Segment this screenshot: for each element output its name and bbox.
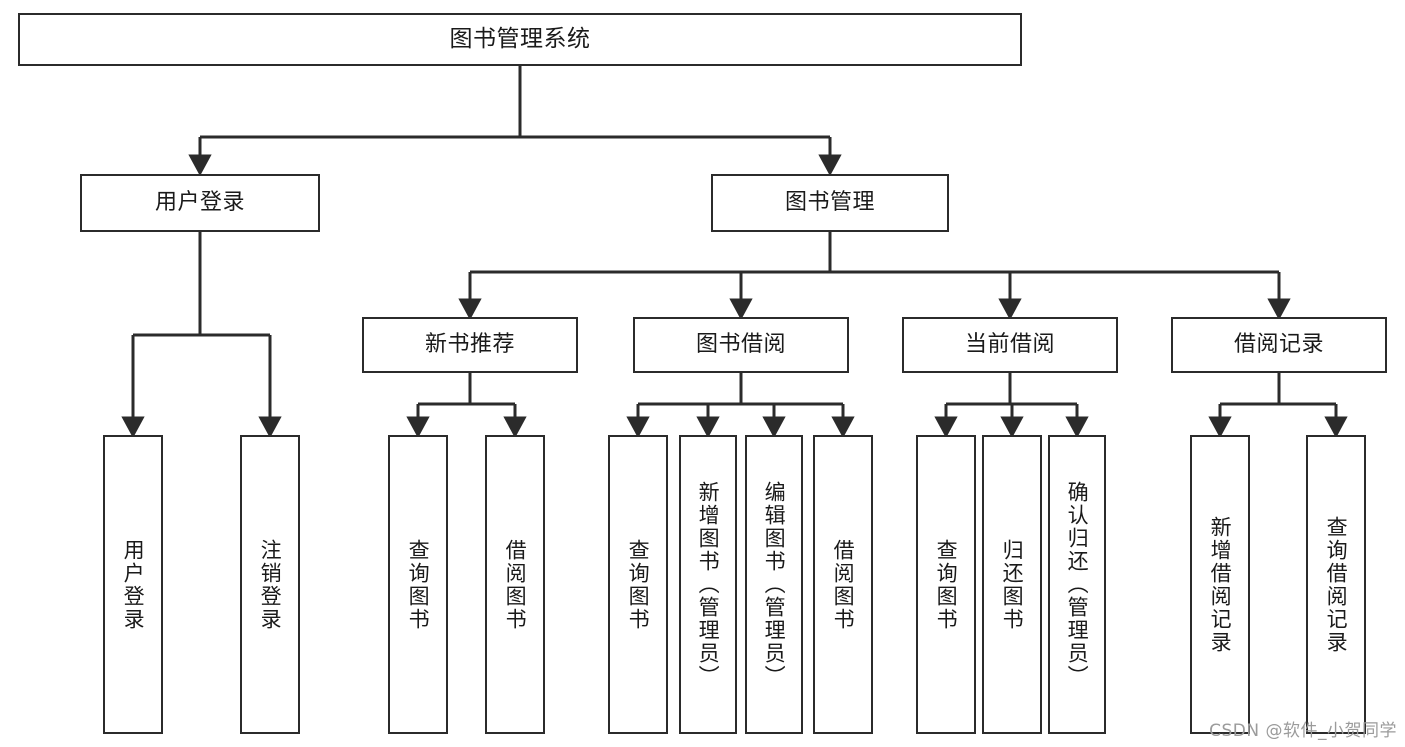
node-leaf-borrow-book-label: 借阅图书	[831, 538, 856, 631]
node-level2-book-borrow[interactable]: 图书借阅	[633, 317, 849, 373]
node-leaf-borrow-book-newbook[interactable]: 借阅图书	[485, 435, 545, 734]
node-level1-user-login-label: 用户登录	[154, 190, 245, 216]
node-level2-new-book-recommend[interactable]: 新书推荐	[362, 317, 578, 373]
node-level2-borrow-record[interactable]: 借阅记录	[1171, 317, 1387, 373]
node-leaf-query-book-borrow-label: 查询图书	[626, 538, 651, 631]
node-leaf-borrow-book-newbook-label: 借阅图书	[503, 538, 528, 631]
node-leaf-edit-book-admin[interactable]: 编辑图书（管理员）	[745, 435, 803, 734]
node-leaf-return-book[interactable]: 归还图书	[982, 435, 1042, 734]
node-level1-book-management[interactable]: 图书管理	[711, 174, 949, 232]
node-leaf-user-login[interactable]: 用户登录	[103, 435, 163, 734]
node-level2-borrow-record-label: 借阅记录	[1233, 332, 1324, 358]
node-leaf-add-book-admin-label: 新增图书（管理员）	[696, 481, 721, 688]
node-level2-current-borrow-label: 当前借阅	[964, 332, 1055, 358]
node-leaf-query-book-newbook[interactable]: 查询图书	[388, 435, 448, 734]
watermark-text: CSDN @软件_小贺同学	[1209, 721, 1397, 741]
node-leaf-add-book-admin[interactable]: 新增图书（管理员）	[679, 435, 737, 734]
node-leaf-query-book-current[interactable]: 查询图书	[916, 435, 976, 734]
node-leaf-confirm-return-admin[interactable]: 确认归还（管理员）	[1048, 435, 1106, 734]
node-level2-new-book-recommend-label: 新书推荐	[424, 332, 515, 358]
node-level1-user-login[interactable]: 用户登录	[80, 174, 320, 232]
node-leaf-query-borrow-record-label: 查询借阅记录	[1324, 515, 1349, 654]
node-root-label: 图书管理系统	[449, 25, 591, 52]
node-leaf-logout-label: 注销登录	[258, 538, 283, 631]
node-leaf-query-book-newbook-label: 查询图书	[406, 538, 431, 631]
node-leaf-query-book-current-label: 查询图书	[934, 538, 959, 631]
node-level2-current-borrow[interactable]: 当前借阅	[902, 317, 1118, 373]
node-leaf-confirm-return-admin-label: 确认归还（管理员）	[1065, 481, 1090, 688]
node-leaf-query-book-borrow[interactable]: 查询图书	[608, 435, 668, 734]
node-leaf-user-login-label: 用户登录	[121, 538, 146, 631]
node-leaf-logout[interactable]: 注销登录	[240, 435, 300, 734]
node-leaf-borrow-book[interactable]: 借阅图书	[813, 435, 873, 734]
node-level1-book-management-label: 图书管理	[784, 190, 875, 216]
node-leaf-return-book-label: 归还图书	[1000, 538, 1025, 631]
node-leaf-edit-book-admin-label: 编辑图书（管理员）	[762, 481, 787, 688]
node-level2-book-borrow-label: 图书借阅	[695, 332, 786, 358]
node-leaf-add-borrow-record-label: 新增借阅记录	[1208, 515, 1233, 654]
node-leaf-query-borrow-record[interactable]: 查询借阅记录	[1306, 435, 1366, 734]
node-root[interactable]: 图书管理系统	[18, 13, 1022, 66]
node-leaf-add-borrow-record[interactable]: 新增借阅记录	[1190, 435, 1250, 734]
